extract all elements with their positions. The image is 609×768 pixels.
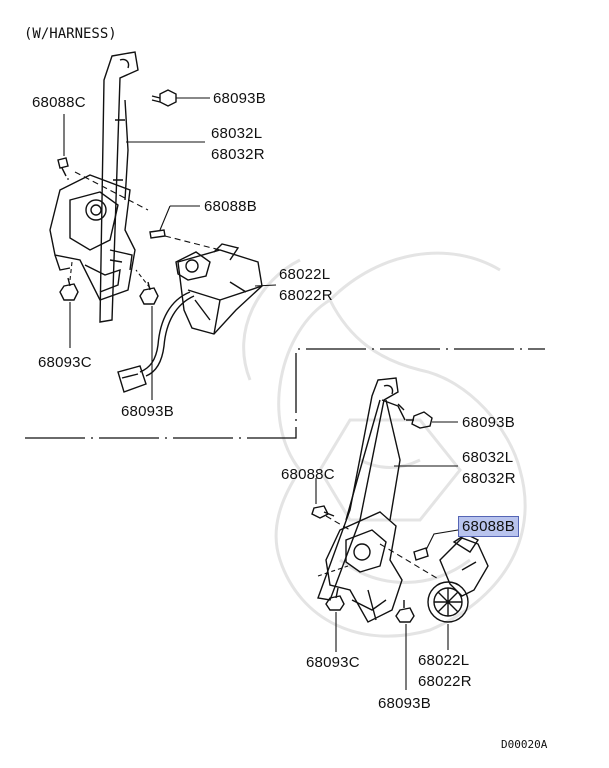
- part-label-lower-regulator[interactable]: 68032L 68032R: [462, 447, 516, 489]
- part-label-lower-screw-highlighted[interactable]: 68088B: [458, 516, 519, 537]
- upper-leaders: [63, 97, 277, 400]
- part-label-lower-motor-l[interactable]: 68022L: [418, 652, 470, 669]
- part-label-upper-regulator-l[interactable]: 68032L: [211, 125, 263, 142]
- part-label-lower-bolt-bottom[interactable]: 68093B: [378, 695, 431, 712]
- part-label-lower-motor-r[interactable]: 68022R: [418, 673, 472, 690]
- part-label-upper-screw-mid[interactable]: 68088B: [204, 198, 257, 215]
- part-label-upper-motor-r[interactable]: 68022R: [279, 287, 333, 304]
- part-label-upper-motor-l[interactable]: 68022L: [279, 266, 331, 283]
- part-label-lower-motor[interactable]: 68022L 68022R: [418, 650, 472, 692]
- part-label-lower-bolt-top[interactable]: 68093B: [462, 414, 515, 431]
- upper-regulator: [49, 51, 263, 393]
- part-label-lower-regulator-r[interactable]: 68032R: [462, 470, 516, 487]
- part-label-upper-bolt-top[interactable]: 68093B: [213, 90, 266, 107]
- part-label-upper-bolt-left[interactable]: 68093C: [38, 354, 92, 371]
- diagram-code: D00020A: [501, 738, 548, 751]
- diagram-header: (W/HARNESS): [24, 26, 117, 42]
- watermark-emblem: [242, 251, 527, 638]
- part-label-upper-regulator[interactable]: 68032L 68032R: [211, 123, 265, 165]
- part-label-lower-regulator-l[interactable]: 68032L: [462, 449, 514, 466]
- part-label-lower-screw-left[interactable]: 68088C: [281, 466, 335, 483]
- part-label-lower-bolt-left[interactable]: 68093C: [306, 654, 360, 671]
- section-divider: [25, 348, 545, 439]
- lower-leaders: [315, 421, 459, 690]
- part-label-upper-bolt-bottom[interactable]: 68093B: [121, 403, 174, 420]
- lower-regulator: [311, 377, 489, 623]
- part-label-upper-motor[interactable]: 68022L 68022R: [279, 264, 333, 306]
- part-label-upper-screw-left[interactable]: 68088C: [32, 94, 86, 111]
- part-label-upper-regulator-r[interactable]: 68032R: [211, 146, 265, 163]
